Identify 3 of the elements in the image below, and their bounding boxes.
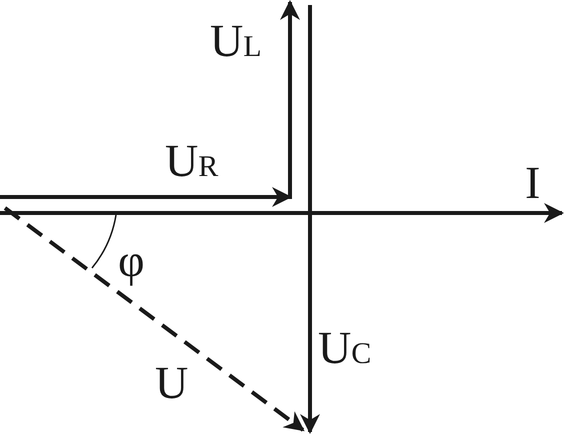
vector-label: I xyxy=(525,160,540,206)
angle-label: φ xyxy=(118,238,145,284)
vector-label: U xyxy=(155,360,188,406)
